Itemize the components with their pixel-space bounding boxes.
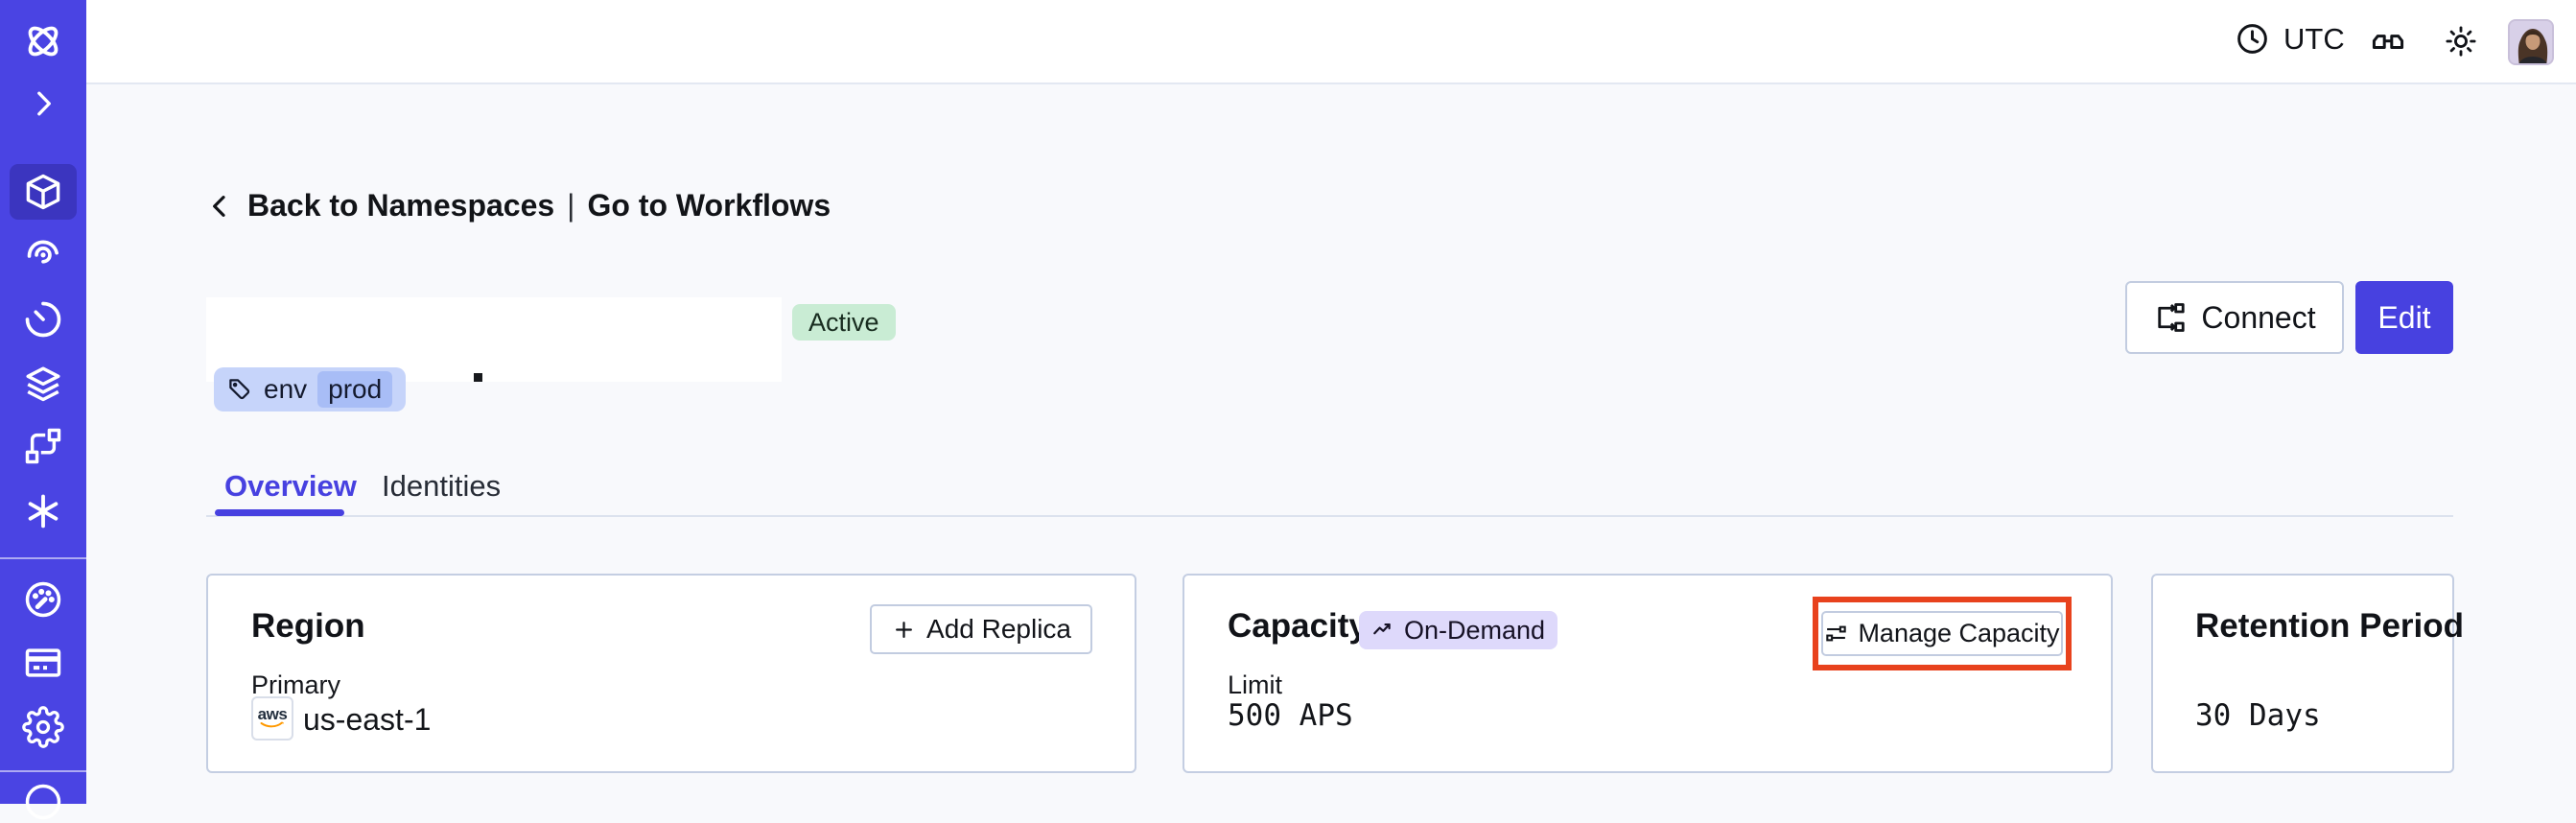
sidebar-item-namespaces[interactable] xyxy=(0,171,86,213)
back-to-namespaces-link[interactable]: Back to Namespaces xyxy=(247,188,555,223)
sidebar-item-nexus[interactable] xyxy=(0,490,86,532)
workflows-spiral-icon xyxy=(27,240,59,264)
labs-toggle-button[interactable] xyxy=(2370,24,2406,60)
sidebar-item-deployments[interactable] xyxy=(0,363,86,405)
aws-logo: aws xyxy=(257,705,288,723)
settings-gear-icon xyxy=(22,706,64,748)
nexus-asterisk-icon xyxy=(28,494,59,529)
region-value: us-east-1 xyxy=(303,702,432,737)
sidebar-item-usage[interactable] xyxy=(0,578,86,621)
edit-button[interactable]: Edit xyxy=(2355,281,2453,354)
sidebar xyxy=(0,0,86,820)
plus-icon xyxy=(896,621,912,638)
capacity-card-title: Capacity xyxy=(1228,607,1368,645)
on-demand-badge: On-Demand xyxy=(1359,611,1558,649)
partial-circle-icon xyxy=(25,784,61,820)
capacity-field-label: Limit xyxy=(1228,670,1283,699)
tabs-divider xyxy=(206,515,2453,517)
capacity-value: 500 APS xyxy=(1228,698,1353,733)
retention-card-title: Retention Period xyxy=(2195,607,2465,645)
clock-icon xyxy=(2237,24,2267,54)
aws-smile-icon xyxy=(260,721,284,728)
tab-identities[interactable]: Identities xyxy=(382,469,502,503)
sidebar-item-batch-operations[interactable] xyxy=(0,425,86,467)
sun-icon xyxy=(2446,26,2476,57)
on-demand-label: On-Demand xyxy=(1404,615,1546,645)
theme-toggle-button[interactable] xyxy=(2444,24,2478,59)
connect-button-label: Connect xyxy=(2201,299,2316,335)
timezone-label: UTC xyxy=(2283,21,2345,56)
sidebar-item-schedules[interactable] xyxy=(0,298,86,341)
highlight-ring: Manage Capacity xyxy=(1813,597,2072,670)
connect-flow-icon xyxy=(2158,303,2186,332)
sidebar-item-more[interactable] xyxy=(0,781,86,823)
trend-up-icon xyxy=(1373,623,1391,635)
manage-capacity-button[interactable]: Manage Capacity xyxy=(1821,611,2063,656)
tag-key: env xyxy=(264,374,308,404)
timezone-button[interactable]: UTC xyxy=(2235,21,2345,57)
edit-button-label: Edit xyxy=(2377,299,2431,335)
status-badge: Active xyxy=(792,304,896,341)
temporal-logo-icon xyxy=(0,19,86,63)
sidebar-item-workflows[interactable] xyxy=(0,232,86,274)
go-to-workflows-link[interactable]: Go to Workflows xyxy=(587,188,831,223)
sidebar-divider xyxy=(0,770,86,772)
namespace-detail-page: { "topbar": { "timezone": "UTC" }, "brea… xyxy=(0,0,2576,804)
retention-card: Retention Period 30 Days xyxy=(2151,574,2464,773)
sidebar-item-settings[interactable] xyxy=(0,706,86,748)
region-card: Region Add Replica Primary aws us-east-1 xyxy=(206,574,1136,773)
redacted-text-remnant xyxy=(474,373,482,382)
connect-button[interactable]: Connect xyxy=(2125,281,2344,354)
aws-provider-badge: aws xyxy=(251,696,293,741)
tag-icon xyxy=(229,378,250,399)
glasses-icon xyxy=(2372,35,2404,50)
deployments-layers-icon xyxy=(26,366,60,402)
breadcrumb: Back to Namespaces | Go to Workflows xyxy=(204,188,831,223)
chevron-right-icon xyxy=(37,91,51,116)
add-replica-label: Add Replica xyxy=(926,614,1071,644)
manage-capacity-label: Manage Capacity xyxy=(1858,619,2060,647)
status-badge-label: Active xyxy=(808,307,879,337)
sidebar-item-billing[interactable] xyxy=(0,642,86,684)
add-replica-button[interactable]: Add Replica xyxy=(870,604,1092,654)
retention-value: 30 Days xyxy=(2195,698,2321,733)
tag-value: prod xyxy=(317,371,393,408)
usage-gauge-icon xyxy=(25,581,61,618)
user-avatar[interactable] xyxy=(2508,19,2554,65)
back-chevron-icon[interactable] xyxy=(204,191,235,222)
tab-overview[interactable]: Overview xyxy=(224,469,357,503)
breadcrumb-separator: | xyxy=(567,188,575,223)
namespaces-cube-icon xyxy=(26,174,60,210)
billing-card-icon xyxy=(25,648,61,677)
avatar-portrait xyxy=(2510,21,2552,63)
region-field-label: Primary xyxy=(251,670,340,699)
region-card-title: Region xyxy=(251,607,365,645)
namespace-tag: env prod xyxy=(214,367,407,412)
topbar: UTC xyxy=(86,0,2576,84)
batch-pipeline-icon xyxy=(25,428,61,464)
active-tab-underline xyxy=(215,509,344,516)
sidebar-divider xyxy=(0,557,86,559)
schedules-clock-icon xyxy=(25,301,61,338)
capacity-card: Capacity On-Demand Manage Capacity Limit… xyxy=(1183,574,2113,773)
expand-sidebar-button[interactable] xyxy=(0,86,86,121)
sliders-icon xyxy=(1826,625,1847,642)
